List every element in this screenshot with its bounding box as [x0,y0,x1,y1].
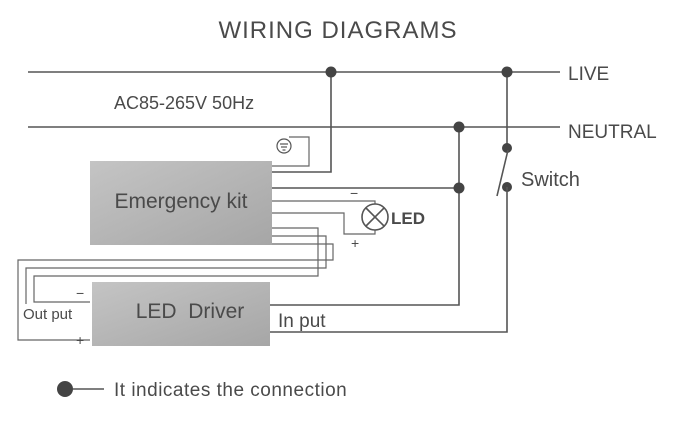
driver-input-label: In put [278,311,326,332]
legend-text: It indicates the connection [114,380,347,401]
kit-live-wire [272,72,332,173]
led-label: LED [391,209,425,228]
legend: It indicates the connection [57,380,347,401]
lamp-minus-wire [272,200,376,205]
diagram-title: WIRING DIAGRAMS [218,17,457,44]
live-label: LIVE [568,64,609,85]
switched-live-wire [270,187,508,333]
switch-top-contact [502,143,512,153]
kit-output-wire-1 [33,227,319,303]
switch-lever [496,149,509,197]
lamp-plus-sign: + [351,235,359,251]
driver-minus-sign: − [76,285,84,301]
neutral-label: NEUTRAL [568,122,657,143]
switch-label: Switch [521,169,580,191]
connection-dot-icon [57,381,73,397]
emergency-kit-box [90,161,272,245]
driver-output-label: Out put [23,306,73,323]
connection-dot-neutral [453,121,465,133]
lamp-icon [361,203,389,231]
driver-plus-sign: + [76,332,84,348]
lamp-plus-wire [272,212,376,235]
led-driver-label: LED Driver [136,300,245,323]
output-label-box [20,304,92,324]
connection-dot-live-switch [501,66,513,78]
ground-icon [272,136,310,167]
kit-output-wire-3 [17,243,334,341]
supply-voltage-label: AC85-265V 50Hz [114,93,254,113]
emergency-kit-label: Emergency kit [114,190,247,213]
led-driver-box [92,282,270,346]
lamp-minus-sign: − [350,185,358,201]
connection-dot-kit-neutral [453,182,465,194]
connection-dot-live-kit [325,66,337,78]
